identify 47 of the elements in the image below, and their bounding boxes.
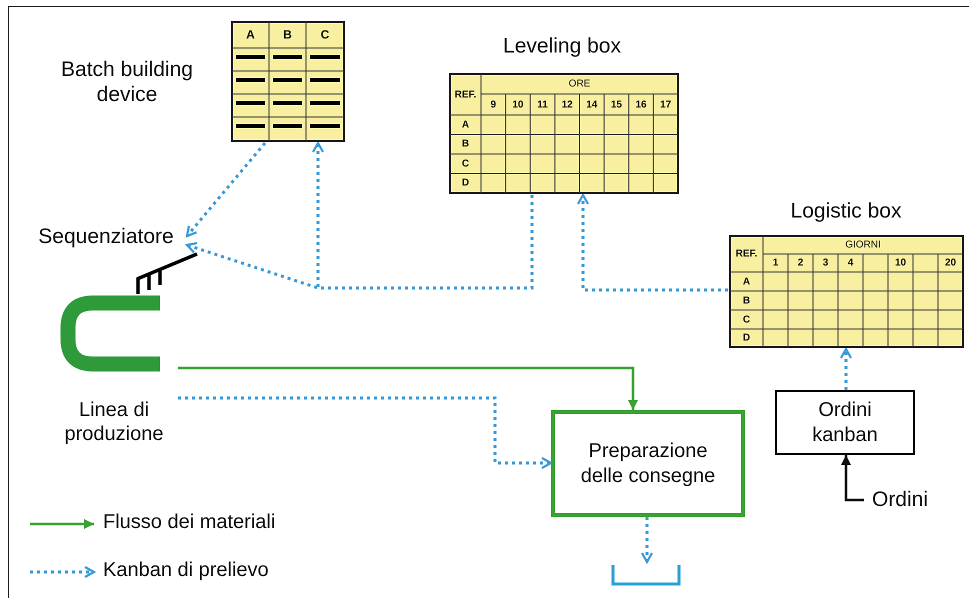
row-heading: C	[742, 314, 750, 325]
row-heading: A	[742, 276, 750, 287]
arrow	[841, 455, 864, 502]
column-heading: 15	[610, 99, 622, 110]
column-heading: 16	[636, 99, 647, 110]
row-heading: A	[462, 119, 470, 130]
column-heading: 2	[798, 258, 804, 268]
column-heading: 20	[944, 258, 956, 268]
column-heading: 12	[562, 99, 573, 110]
row-heading: B	[462, 138, 470, 150]
column-heading: 1	[772, 258, 778, 268]
column-heading: REF.	[454, 89, 476, 100]
column-heading: REF.	[736, 248, 758, 260]
column-heading: 9	[490, 99, 496, 110]
arrow	[178, 366, 638, 410]
column-heading: GIORNI	[845, 240, 881, 250]
row-heading: D	[462, 178, 470, 189]
table-title: Leveling box	[503, 34, 621, 58]
column-heading: C	[320, 28, 330, 42]
column-heading: 10	[894, 258, 906, 268]
node-label: Linea di produzione	[64, 398, 164, 446]
arrow	[840, 348, 852, 390]
row-heading: B	[742, 295, 750, 306]
node-label: Sequenziatore	[37, 224, 175, 250]
column-heading: 14	[586, 99, 598, 110]
arrow	[186, 142, 266, 238]
legend-label: Kanban di prelievo	[103, 559, 269, 582]
node-label: Ordini	[870, 487, 930, 513]
column-heading: 4	[848, 258, 854, 268]
process-box: Ordini kanban	[775, 390, 915, 455]
legend-label: Flusso dei materiali	[103, 511, 276, 534]
row-heading: D	[742, 332, 750, 344]
table-title: Batch building device	[60, 56, 194, 108]
arrow	[178, 396, 552, 470]
arrow	[186, 195, 534, 290]
column-heading: 11	[537, 99, 548, 110]
column-heading: ORE	[568, 78, 590, 90]
arrow	[640, 517, 654, 564]
row-heading: C	[462, 158, 470, 170]
arrow	[576, 194, 728, 292]
process-box: Preparazione delle consegne	[551, 410, 745, 517]
column-heading: 10	[512, 99, 524, 110]
column-heading: A	[246, 28, 255, 42]
column-heading: 3	[822, 258, 828, 268]
column-heading: B	[283, 28, 292, 42]
table-title: Logistic box	[790, 199, 902, 223]
column-heading: 17	[660, 99, 672, 110]
